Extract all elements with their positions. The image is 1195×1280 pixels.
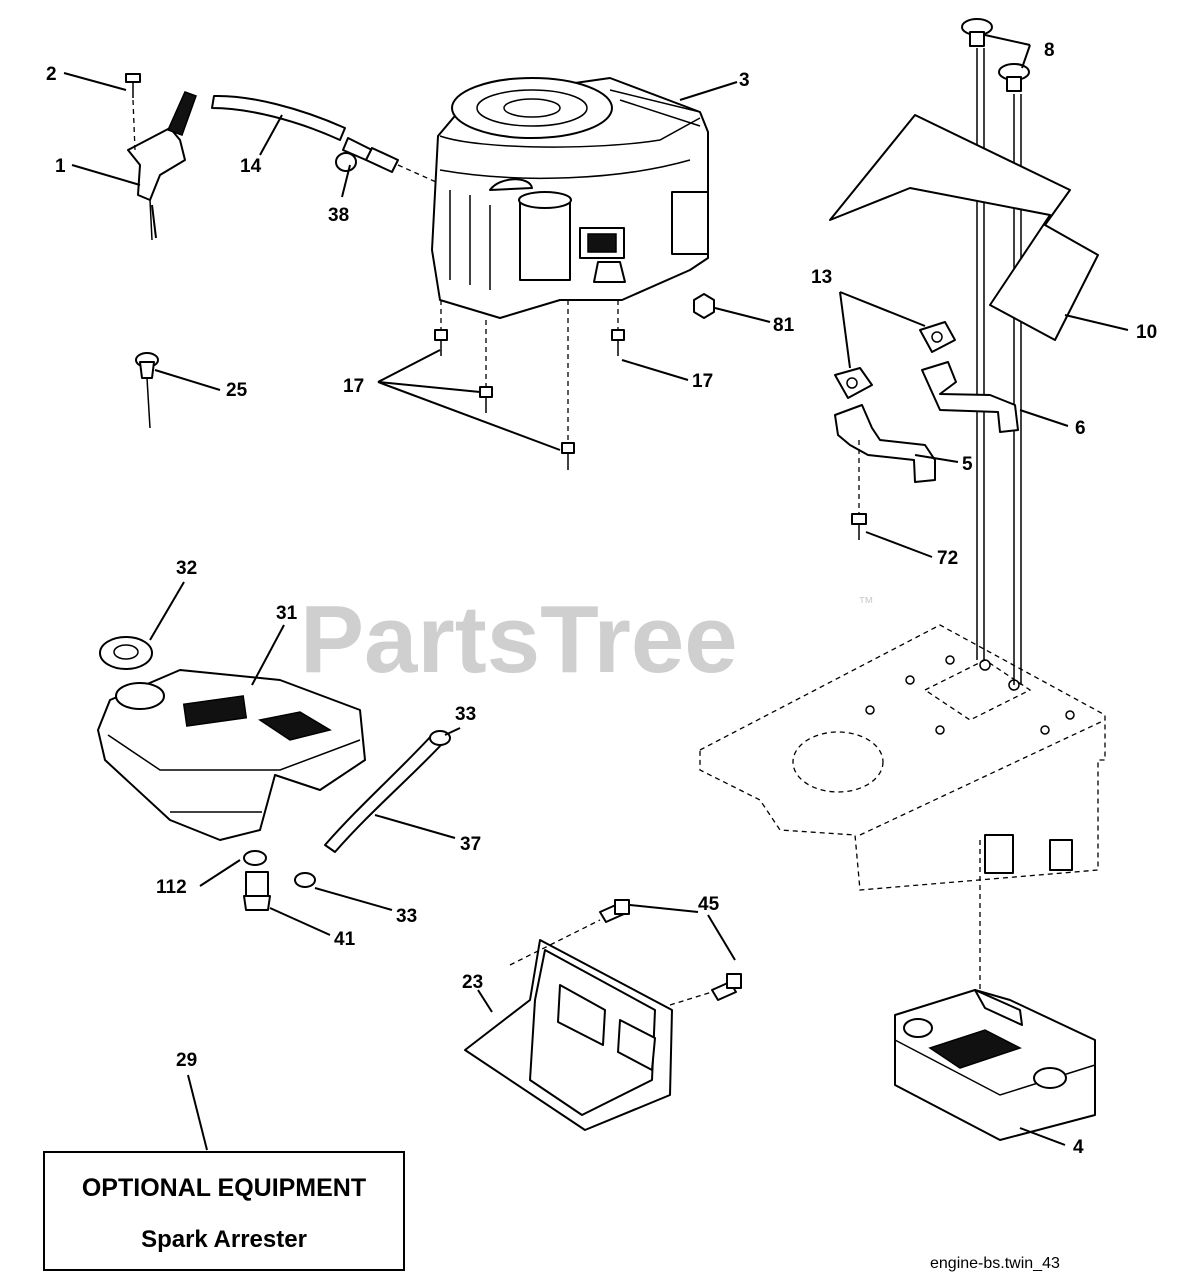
callout-25: 25	[226, 380, 248, 401]
throttle-control[interactable]	[127, 91, 197, 241]
choke-control-25[interactable]	[135, 352, 159, 429]
callout-112: 112	[156, 877, 187, 898]
callout-labels: 1 2 3 14 38 81 17 17 25 8 10 13 6 5 72 3…	[46, 40, 1157, 1158]
chassis-frame	[699, 624, 1106, 891]
grommet-112[interactable]	[243, 850, 267, 866]
callout-72: 72	[937, 548, 958, 569]
optional-equipment-box: OPTIONAL EQUIPMENT Spark Arrester	[43, 1151, 405, 1271]
callout-10: 10	[1136, 322, 1157, 343]
bracket-23[interactable]	[464, 939, 673, 1131]
callout-23: 23	[462, 972, 483, 993]
watermark-text: PartsTree	[300, 586, 738, 693]
exhaust-gaskets-13[interactable]	[834, 321, 956, 399]
callout-17a: 17	[343, 376, 364, 397]
knob-8b[interactable]	[998, 63, 1030, 92]
engine-bolts-17[interactable]	[434, 300, 625, 470]
heat-shield-10[interactable]	[829, 114, 1099, 341]
fuel-hose-37[interactable]	[324, 734, 443, 853]
callout-2: 2	[46, 64, 57, 85]
callout-1: 1	[55, 156, 66, 177]
bolt-72[interactable]	[851, 440, 867, 540]
callout-33b: 33	[396, 906, 417, 927]
callout-32: 32	[176, 558, 197, 579]
callout-41: 41	[334, 929, 356, 950]
callout-5: 5	[962, 454, 973, 475]
callout-4: 4	[1073, 1137, 1084, 1158]
callout-3: 3	[739, 70, 750, 91]
exhaust-pipe-5[interactable]	[834, 404, 936, 483]
fuel-valve-41[interactable]	[243, 871, 271, 911]
callout-29: 29	[176, 1050, 197, 1071]
callout-14: 14	[240, 156, 262, 177]
diagram-file-id: engine-bs.twin_43	[930, 1255, 1060, 1272]
callout-13: 13	[811, 267, 832, 288]
fuel-hose-14[interactable]	[211, 94, 346, 141]
screw-2[interactable]	[125, 73, 141, 151]
callout-33a: 33	[455, 704, 476, 725]
callout-37: 37	[460, 834, 481, 855]
bolts-45[interactable]	[599, 899, 742, 1001]
callout-45: 45	[698, 894, 720, 915]
spark-arrester-label: Spark Arrester	[141, 1226, 307, 1253]
engine-3[interactable]	[431, 77, 709, 319]
fuel-filter-38[interactable]	[335, 137, 399, 173]
nut-81[interactable]	[693, 293, 715, 319]
callout-6: 6	[1075, 418, 1086, 439]
callout-17b: 17	[692, 371, 713, 392]
callout-81: 81	[773, 315, 795, 336]
fuel-cap-32[interactable]	[99, 636, 153, 670]
knob-8a[interactable]	[961, 18, 993, 47]
callout-31: 31	[276, 603, 298, 624]
callout-8: 8	[1044, 40, 1055, 61]
muffler-4[interactable]	[894, 989, 1096, 1141]
watermark-trademark: ™	[858, 595, 874, 612]
hose-clamp-33b[interactable]	[294, 872, 316, 888]
callout-38: 38	[328, 205, 349, 226]
exhaust-pipe-6[interactable]	[921, 361, 1019, 433]
optional-equipment-title: OPTIONAL EQUIPMENT	[82, 1174, 366, 1202]
leader-lines	[63, 34, 1129, 1151]
fuel-tank-31[interactable]	[97, 669, 366, 841]
